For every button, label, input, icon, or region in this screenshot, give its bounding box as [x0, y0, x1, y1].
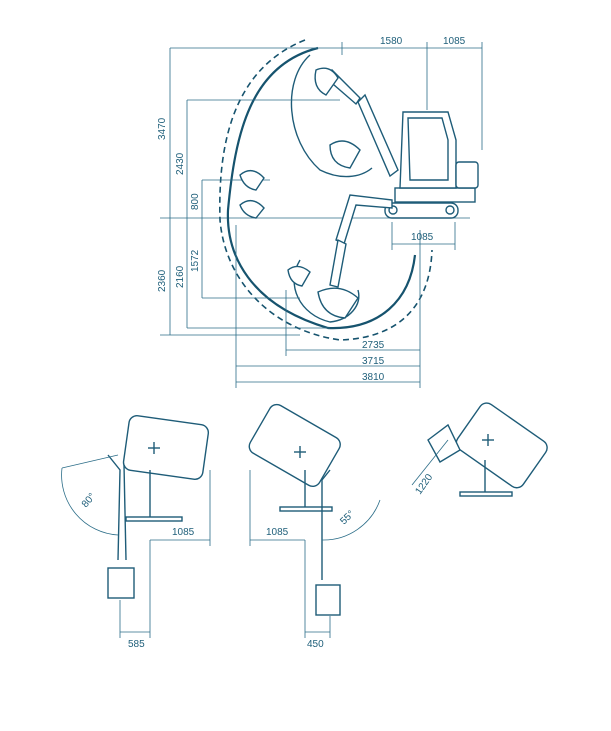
angle-55: 55°	[338, 509, 356, 527]
track-right	[459, 491, 513, 497]
arm-raised	[314, 67, 399, 178]
dim-800: 800	[190, 193, 201, 210]
dim-2430: 2430	[175, 152, 186, 175]
boom-right	[427, 423, 461, 463]
engine-hood	[455, 161, 479, 189]
top-view-left: 80° 1085 585	[61, 415, 211, 650]
bucket-low-small	[287, 265, 311, 287]
bucket-top-left	[107, 567, 135, 599]
dim-2160: 2160	[175, 265, 186, 288]
top-view-right: 1220	[411, 402, 548, 497]
cab	[399, 111, 457, 189]
track-left	[125, 516, 183, 522]
side-view: 1580 1085 3470 2430 800 1572 2160 2360 2…	[157, 36, 483, 388]
dim-450: 450	[307, 639, 324, 650]
dim-585: 585	[128, 639, 145, 650]
angle-80: 80°	[80, 491, 98, 510]
bucket-reach-lower	[239, 200, 265, 219]
arm-lowered	[287, 194, 393, 319]
bucket-low	[317, 287, 359, 319]
top-view-middle: 55° 1085 450	[248, 403, 381, 650]
upper-structure-middle	[248, 403, 341, 488]
upper-structure-right	[455, 402, 548, 489]
bucket-raised	[314, 67, 339, 96]
bucket-top-middle	[315, 584, 341, 616]
upper-frame	[394, 187, 476, 203]
bucket-reach-upper	[239, 170, 265, 191]
dim-3810: 3810	[362, 372, 385, 383]
dim-1580: 1580	[380, 36, 403, 47]
digging-curve-top	[290, 54, 373, 178]
dim-1085-track: 1085	[411, 232, 434, 243]
upper-structure-left	[122, 415, 210, 480]
dim-1085-middle: 1085	[266, 527, 289, 538]
dim-1220: 1220	[413, 472, 435, 497]
cab-window	[407, 117, 449, 181]
dim-2735: 2735	[362, 340, 385, 351]
track-middle	[279, 506, 333, 512]
bucket-mid	[329, 140, 361, 169]
track	[384, 202, 459, 219]
dim-1572: 1572	[190, 249, 201, 272]
dim-3470: 3470	[157, 117, 168, 140]
excavator-body	[384, 111, 479, 219]
dim-1085-left: 1085	[172, 527, 195, 538]
dim-3715: 3715	[362, 356, 385, 367]
working-envelope-dashed	[219, 39, 433, 341]
dim-1085-top: 1085	[443, 36, 466, 47]
dim-2360: 2360	[157, 269, 168, 292]
